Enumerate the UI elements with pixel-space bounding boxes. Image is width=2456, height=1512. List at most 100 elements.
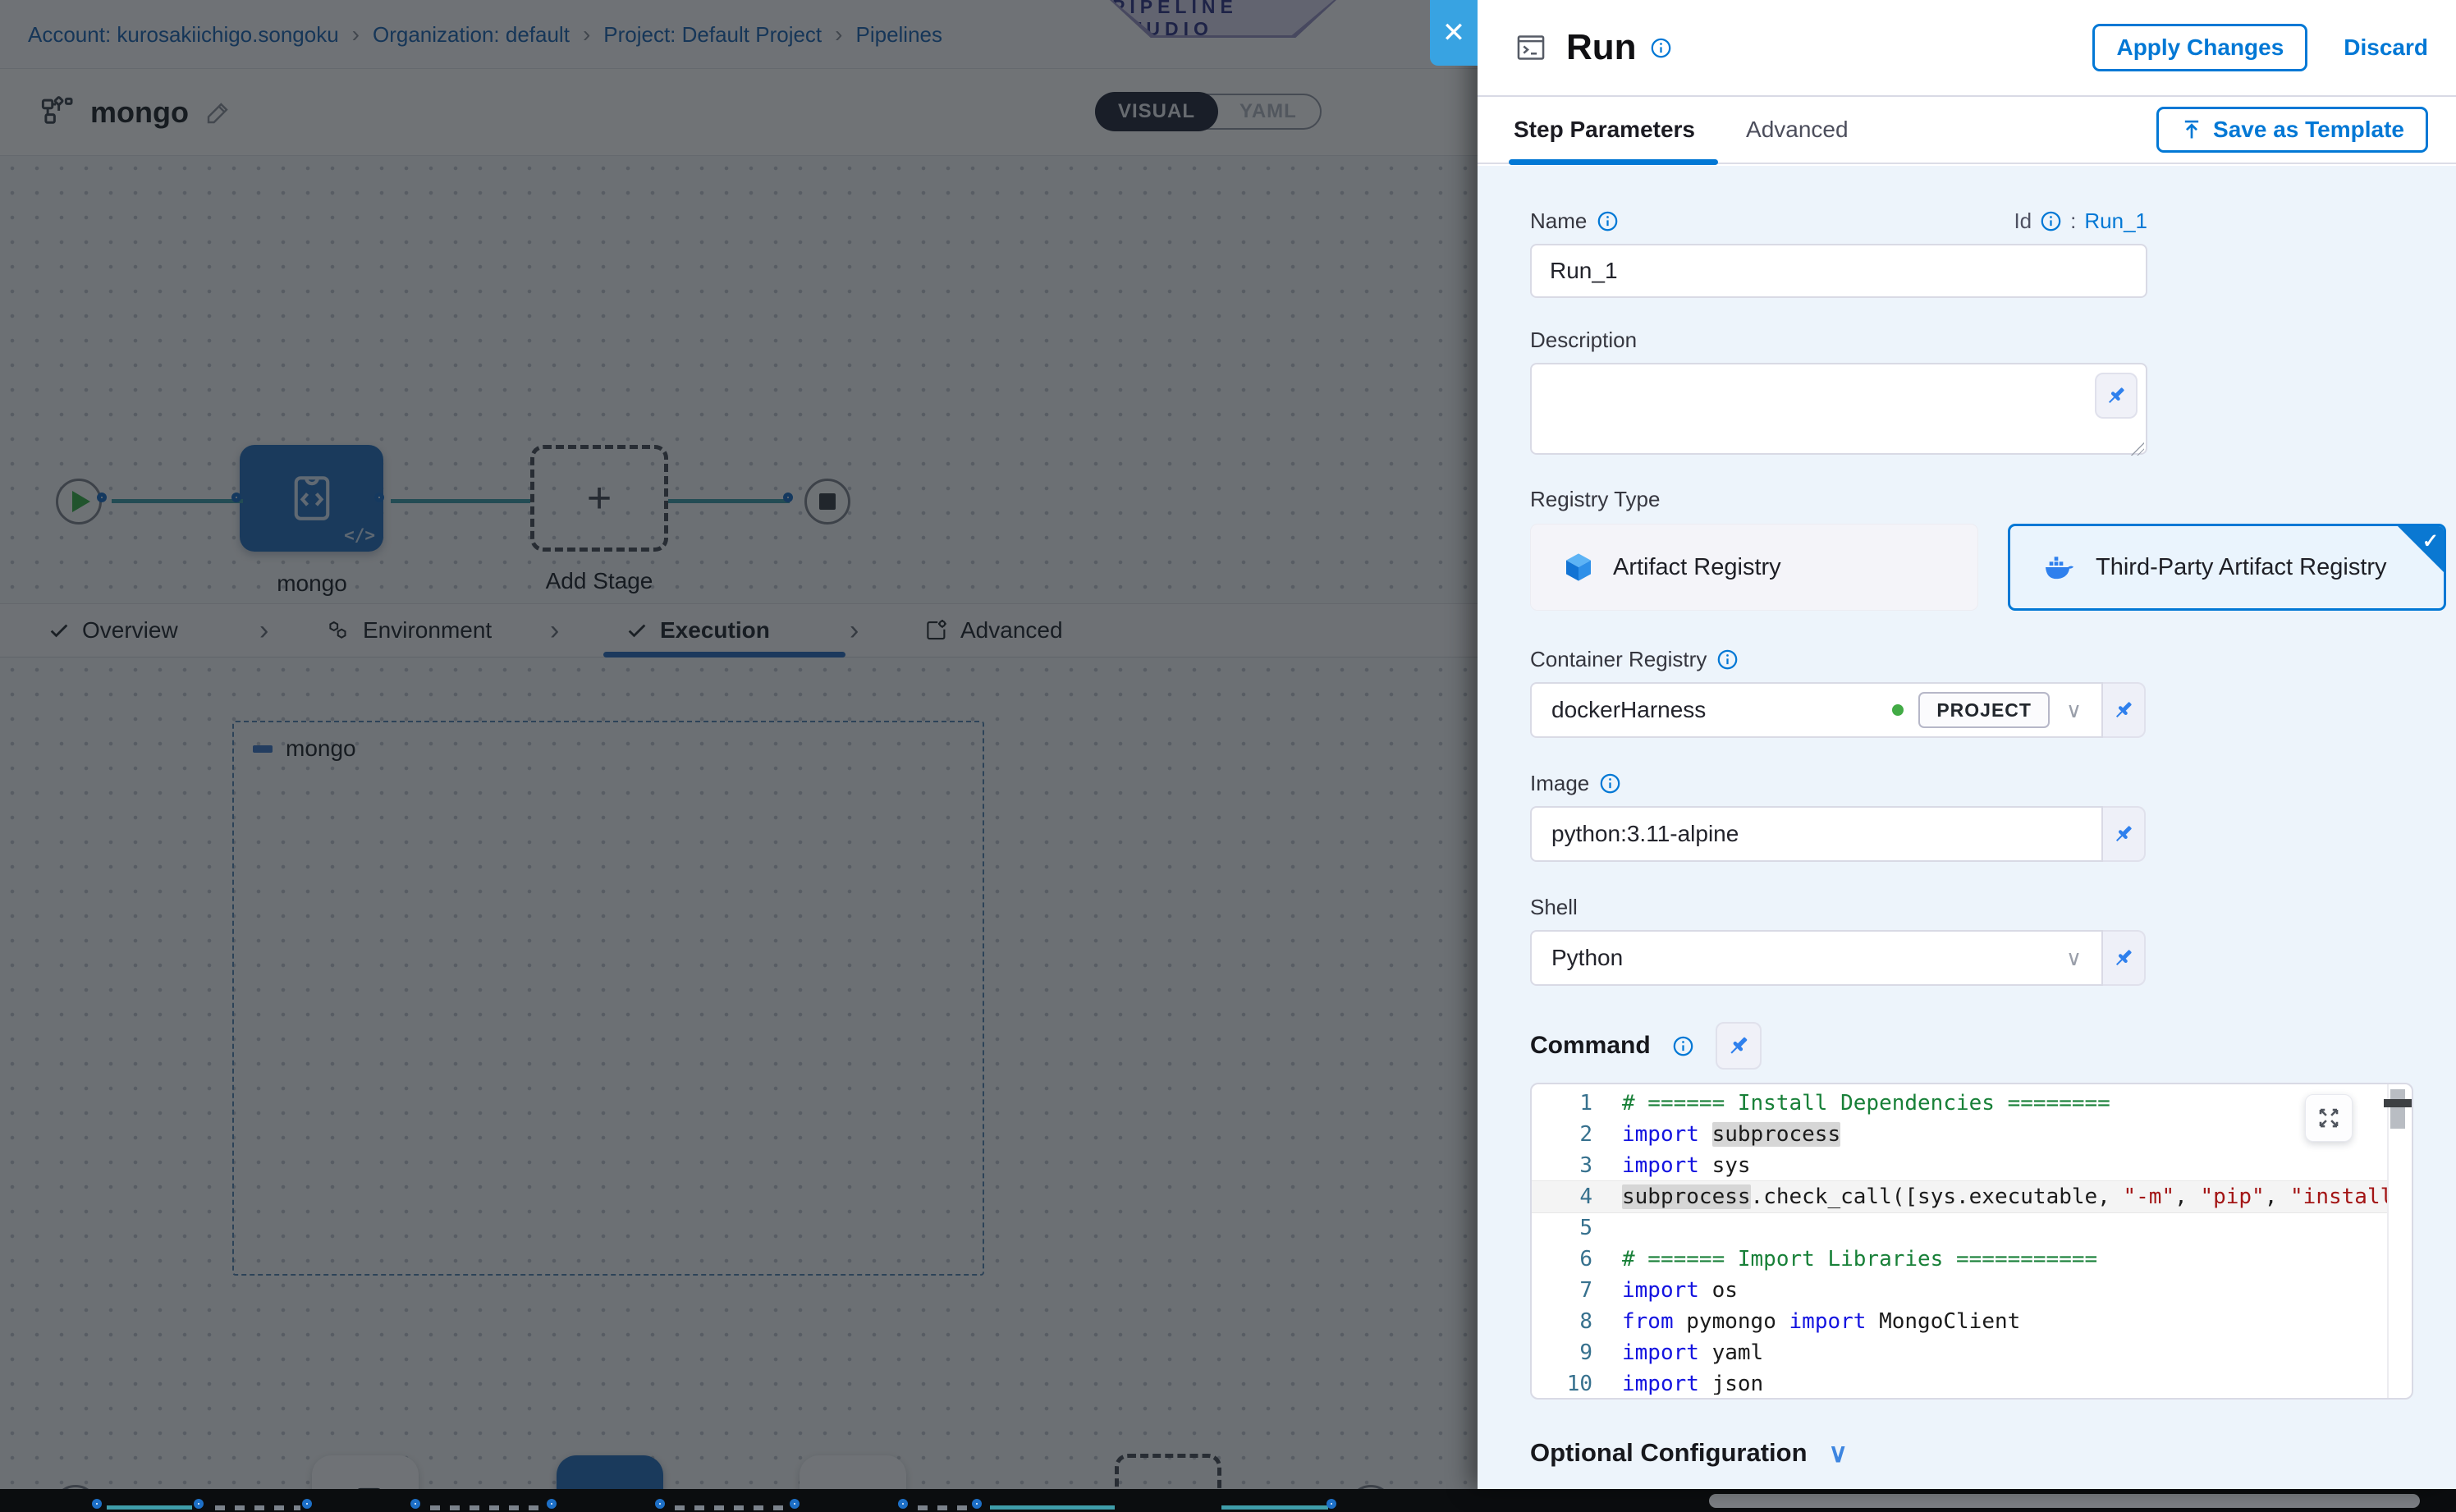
info-icon[interactable] xyxy=(1716,648,1739,671)
step-config-drawer: ✕ Run Apply Changes Discard Step Paramet… xyxy=(1478,0,2456,1489)
resize-handle[interactable] xyxy=(2131,442,2144,456)
discard-button[interactable]: Discard xyxy=(2344,34,2428,61)
connector-line xyxy=(990,1505,1115,1510)
container-registry-input[interactable]: dockerHarness PROJECT ∨ xyxy=(1530,682,2103,738)
code-token: import xyxy=(1789,1309,1880,1334)
pin-runtime-input-button[interactable] xyxy=(2103,806,2146,862)
pin-icon xyxy=(2111,822,2136,846)
connector-port xyxy=(898,1499,908,1509)
code-token: subprocess xyxy=(1712,1122,1841,1147)
step-id: Id : Run_1 xyxy=(2014,208,2147,234)
connector-port xyxy=(790,1499,800,1509)
chevron-down-icon[interactable]: ∨ xyxy=(2066,698,2082,723)
connector-line xyxy=(107,1505,192,1510)
code-token: import xyxy=(1622,1340,1712,1365)
code-line[interactable]: 8from pymongo import MongoClient xyxy=(1532,1306,2387,1337)
save-as-template-button[interactable]: Save as Template xyxy=(2156,107,2428,153)
name-input[interactable] xyxy=(1530,244,2147,298)
step-type-title: Run xyxy=(1566,27,1637,68)
code-token: os xyxy=(1712,1278,1738,1303)
description-field xyxy=(1530,363,2147,459)
pin-icon xyxy=(2111,698,2136,722)
registry-option-third-party[interactable]: Third-Party Artifact Registry ✓ xyxy=(2008,524,2446,611)
code-token: import xyxy=(1622,1372,1712,1395)
horizontal-scrollbar[interactable] xyxy=(1709,1494,2420,1508)
code-lines[interactable]: 1# ====== Install Dependencies ========2… xyxy=(1532,1088,2387,1395)
code-token: # ====== Import Libraries =========== xyxy=(1622,1247,2097,1271)
line-number: 1 xyxy=(1532,1091,1592,1116)
line-number: 2 xyxy=(1532,1122,1592,1147)
connector-dotted-line xyxy=(215,1505,300,1510)
pin-runtime-input-button[interactable] xyxy=(2095,373,2138,419)
connector-status-dot xyxy=(1892,704,1904,716)
code-token: "pip" xyxy=(2200,1184,2264,1209)
pin-runtime-input-button[interactable] xyxy=(1716,1022,1762,1070)
code-line[interactable]: 1# ====== Install Dependencies ======== xyxy=(1532,1088,2387,1119)
description-textarea[interactable] xyxy=(1530,363,2147,455)
selected-check-corner: ✓ xyxy=(2398,526,2444,572)
image-input[interactable]: python:3.11-alpine xyxy=(1530,806,2103,862)
tab-step-parameters[interactable]: Step Parameters xyxy=(1514,96,1695,163)
pipeline-studio-background: Account: kurosakiichigo.songoku›Organiza… xyxy=(0,0,1478,1489)
info-icon[interactable] xyxy=(1672,1035,1694,1057)
line-number: 9 xyxy=(1532,1340,1592,1365)
code-token: import xyxy=(1622,1278,1712,1303)
line-number: 3 xyxy=(1532,1153,1592,1178)
code-token: yaml xyxy=(1712,1340,1764,1365)
shell-select[interactable]: Python ∨ xyxy=(1530,930,2103,986)
info-icon[interactable] xyxy=(2040,210,2062,232)
code-token: MongoClient xyxy=(1879,1309,2020,1334)
connector-dotted-line xyxy=(430,1505,547,1510)
upload-icon xyxy=(2180,118,2203,141)
editor-scrollbar-track xyxy=(2387,1084,2389,1398)
connector-port xyxy=(92,1499,102,1509)
drawer-tab-bar: Step Parameters Advanced Save as Templat… xyxy=(1478,97,2456,164)
code-token: pymongo xyxy=(1686,1309,1789,1334)
connector-port xyxy=(655,1499,665,1509)
pin-runtime-input-button[interactable] xyxy=(2103,930,2146,986)
command-code-editor[interactable]: 1# ====== Install Dependencies ========2… xyxy=(1530,1083,2413,1400)
pin-runtime-input-button[interactable] xyxy=(2103,682,2146,738)
name-label: Name xyxy=(1530,208,1587,234)
connector-port xyxy=(972,1499,982,1509)
close-drawer-button[interactable]: ✕ xyxy=(1430,0,1478,66)
terminal-icon xyxy=(1514,32,1548,63)
code-line[interactable]: 5 xyxy=(1532,1212,2387,1244)
apply-changes-button[interactable]: Apply Changes xyxy=(2092,24,2307,71)
tab-advanced[interactable]: Advanced xyxy=(1746,96,1849,163)
editor-overview-mark xyxy=(2384,1099,2412,1107)
drawer-header: Run Apply Changes Discard xyxy=(1478,0,2456,97)
line-number: 8 xyxy=(1532,1309,1592,1334)
optional-configuration-toggle[interactable]: Optional Configuration ∨ xyxy=(1530,1437,2445,1468)
code-line[interactable]: 2import subprocess xyxy=(1532,1119,2387,1150)
image-field: python:3.11-alpine xyxy=(1530,806,2445,862)
shell-label: Shell xyxy=(1530,895,1578,920)
container-registry-label: Container Registry xyxy=(1530,647,1707,672)
connector-dotted-line xyxy=(675,1505,790,1510)
image-label: Image xyxy=(1530,771,1589,796)
code-line[interactable]: 4subprocess.check_call([sys.executable, … xyxy=(1532,1181,2387,1212)
code-line[interactable]: 3import sys xyxy=(1532,1150,2387,1181)
info-icon[interactable] xyxy=(1599,772,1621,795)
code-token: , xyxy=(2174,1184,2200,1209)
shell-field: Python ∨ xyxy=(1530,930,2445,986)
modal-backdrop[interactable] xyxy=(0,0,1478,1489)
expand-editor-button[interactable] xyxy=(2305,1094,2353,1142)
info-icon[interactable] xyxy=(1650,37,1672,59)
step-id-value[interactable]: Run_1 xyxy=(2084,208,2147,234)
code-token: subprocess xyxy=(1622,1184,1751,1209)
description-label: Description xyxy=(1530,328,1637,353)
code-line[interactable]: 7import os xyxy=(1532,1275,2387,1306)
line-number: 10 xyxy=(1532,1372,1592,1395)
code-token: "-m" xyxy=(2124,1184,2175,1209)
pin-icon xyxy=(1725,1033,1752,1059)
code-line[interactable]: 10 import json xyxy=(1532,1368,2387,1395)
editor-scrollbar-thumb[interactable] xyxy=(2390,1089,2405,1129)
code-line[interactable]: 9 import yaml xyxy=(1532,1337,2387,1368)
code-token: json xyxy=(1712,1372,1764,1395)
code-line[interactable]: 6# ====== Import Libraries =========== xyxy=(1532,1244,2387,1275)
chevron-down-icon[interactable]: ∨ xyxy=(2066,946,2082,971)
registry-type-options: Artifact Registry Third-Party Artifact R… xyxy=(1530,524,2446,611)
registry-option-artifact[interactable]: Artifact Registry xyxy=(1530,524,1978,611)
info-icon[interactable] xyxy=(1597,210,1619,232)
